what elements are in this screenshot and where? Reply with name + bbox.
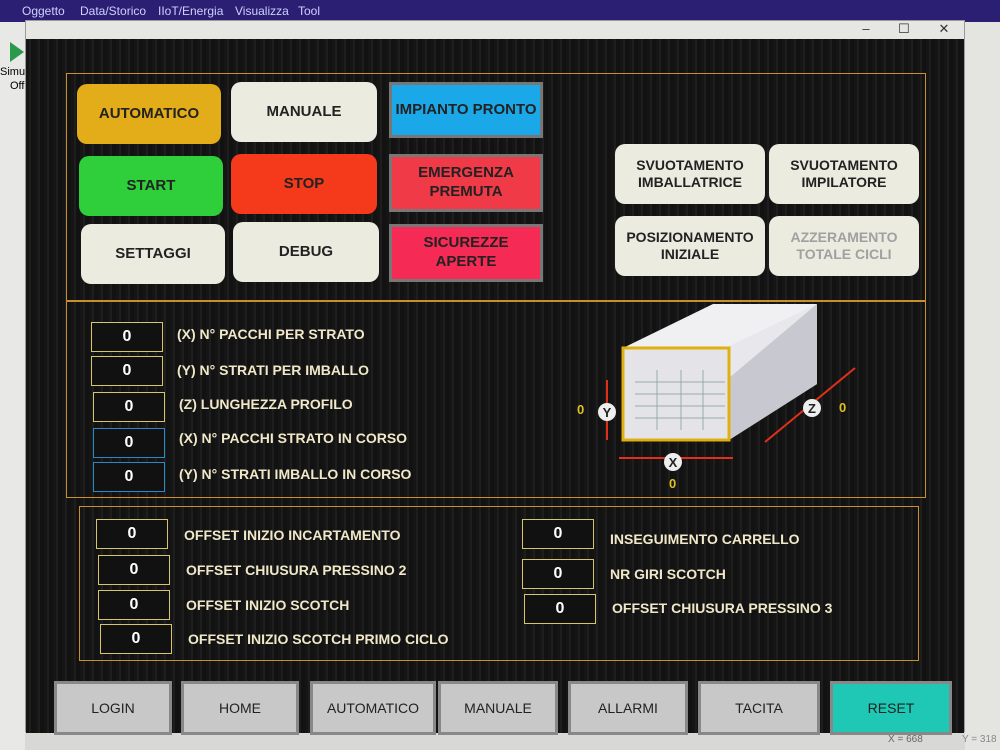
box-side: [729, 304, 817, 440]
maximize-button[interactable]: ☐: [898, 21, 910, 36]
left-toolbar: Simu Off: [0, 22, 25, 750]
y-axis-icon: [598, 403, 616, 421]
lunghezza-profilo-value[interactable]: 0: [93, 392, 165, 422]
offset-chiusura-pressino-3-value[interactable]: 0: [524, 594, 596, 624]
nav-allarmi-button[interactable]: ALLARMI: [568, 681, 688, 735]
pacchi-strato-in-corso-value: 0: [93, 428, 165, 458]
nr-giri-scotch-value[interactable]: 0: [522, 559, 594, 589]
nav-manuale-button[interactable]: MANUALE: [438, 681, 558, 735]
strati-per-imballo-label: (Y) N° STRATI PER IMBALLO: [177, 362, 369, 378]
x-value: 0: [669, 476, 676, 491]
off-label: Off: [10, 80, 25, 92]
nav-reset-button[interactable]: RESET: [830, 681, 952, 735]
automatico-button[interactable]: AUTOMATICO: [77, 84, 221, 144]
offset-inizio-scotch-primo-ciclo-value[interactable]: 0: [100, 624, 172, 654]
offset-chiusura-pressino-2-value[interactable]: 0: [98, 555, 170, 585]
x-axis-label: X: [669, 455, 678, 470]
inseguimento-carrello-label: INSEGUIMENTO CARRELLO: [610, 531, 800, 547]
offset-chiusura-pressino-3-label: OFFSET CHIUSURA PRESSINO 3: [612, 600, 833, 616]
stop-button[interactable]: STOP: [231, 154, 377, 214]
settaggi-button[interactable]: SETTAGGI: [81, 224, 225, 284]
z-axis-label: Z: [808, 401, 816, 416]
minimize-button[interactable]: –: [862, 21, 870, 36]
offset-inizio-scotch-primo-ciclo-label: OFFSET INIZIO SCOTCH PRIMO CICLO: [188, 631, 449, 647]
menu-tool[interactable]: Tool: [298, 4, 321, 18]
pacchi-strato-in-corso-label: (X) N° PACCHI STRATO IN CORSO: [179, 430, 408, 446]
offset-chiusura-pressino-2-label: OFFSET CHIUSURA PRESSINO 2: [186, 562, 407, 578]
svuotamento-imballatrice-button[interactable]: SVUOTAMENTO IMBALLATRICE: [615, 144, 765, 204]
hmi-window: – ☐ ✕ AUTOMATICO MANUALE START STOP SETT…: [25, 20, 965, 735]
right-panel: [965, 22, 1000, 750]
strati-imballo-in-corso-label: (Y) N° STRATI IMBALLO IN CORSO: [179, 466, 412, 482]
pacchi-per-strato-label: (X) N° PACCHI PER STRATO: [177, 326, 365, 342]
menu-visualizza[interactable]: Visualizza: [235, 4, 289, 18]
strati-per-imballo-value[interactable]: 0: [91, 356, 163, 386]
menu-data-storico[interactable]: Data/Storico: [80, 4, 147, 18]
close-button[interactable]: ✕: [938, 21, 950, 36]
z-value: 0: [839, 400, 846, 415]
status-x: X = 668: [888, 734, 923, 745]
start-button[interactable]: START: [79, 156, 223, 216]
lunghezza-profilo-label: (Z) LUNGHEZZA PROFILO: [179, 396, 353, 412]
debug-button[interactable]: DEBUG: [233, 222, 379, 282]
menu-oggetto[interactable]: Oggetto: [22, 4, 65, 18]
azzeramento-totale-cicli-button[interactable]: AZZERAMENTO TOTALE CICLI: [769, 216, 919, 276]
parameters-panel: 0 (X) N° PACCHI PER STRATO 0 (Y) N° STRA…: [66, 301, 926, 498]
play-icon[interactable]: [10, 42, 24, 62]
emergenza-premuta-indicator: EMERGENZA PREMUTA: [389, 154, 543, 212]
control-panel: AUTOMATICO MANUALE START STOP SETTAGGI D…: [66, 73, 926, 301]
y-axis-label: Y: [603, 405, 612, 420]
offset-inizio-scotch-value[interactable]: 0: [98, 590, 170, 620]
status-y: Y = 318: [962, 734, 997, 745]
simu-label: Simu: [0, 66, 26, 78]
inseguimento-carrello-value[interactable]: 0: [522, 519, 594, 549]
package-diagram: Y X Z 0 0 0: [577, 304, 856, 491]
nav-tacita-button[interactable]: TACITA: [698, 681, 820, 735]
nav-home-button[interactable]: HOME: [181, 681, 299, 735]
offsets-panel: 0 OFFSET INIZIO INCARTAMENTO 0 OFFSET CH…: [79, 506, 919, 661]
nav-login-button[interactable]: LOGIN: [54, 681, 172, 735]
pacchi-per-strato-value[interactable]: 0: [91, 322, 163, 352]
z-axis-icon: [803, 399, 821, 417]
offset-inizio-incartamento-label: OFFSET INIZIO INCARTAMENTO: [184, 527, 401, 543]
hmi-content: AUTOMATICO MANUALE START STOP SETTAGGI D…: [26, 39, 964, 735]
posizionamento-iniziale-button[interactable]: POSIZIONAMENTO INIZIALE: [615, 216, 765, 276]
menu-iiot-energia[interactable]: IIoT/Energia: [158, 4, 224, 18]
y-value: 0: [577, 402, 584, 417]
manuale-button[interactable]: MANUALE: [231, 82, 377, 142]
offset-inizio-incartamento-value[interactable]: 0: [96, 519, 168, 549]
title-bar: – ☐ ✕: [26, 21, 964, 39]
nr-giri-scotch-label: NR GIRI SCOTCH: [610, 566, 726, 582]
impianto-pronto-indicator: IMPIANTO PRONTO: [389, 82, 543, 138]
offset-inizio-scotch-label: OFFSET INIZIO SCOTCH: [186, 597, 350, 613]
x-axis-icon: [664, 453, 682, 471]
menu-bar: Oggetto Data/Storico IIoT/Energia Visual…: [0, 0, 1000, 22]
svuotamento-impilatore-button[interactable]: SVUOTAMENTO IMPILATORE: [769, 144, 919, 204]
sicurezze-aperte-indicator: SICUREZZE APERTE: [389, 224, 543, 282]
strati-imballo-in-corso-value: 0: [93, 462, 165, 492]
nav-automatico-button[interactable]: AUTOMATICO: [310, 681, 436, 735]
